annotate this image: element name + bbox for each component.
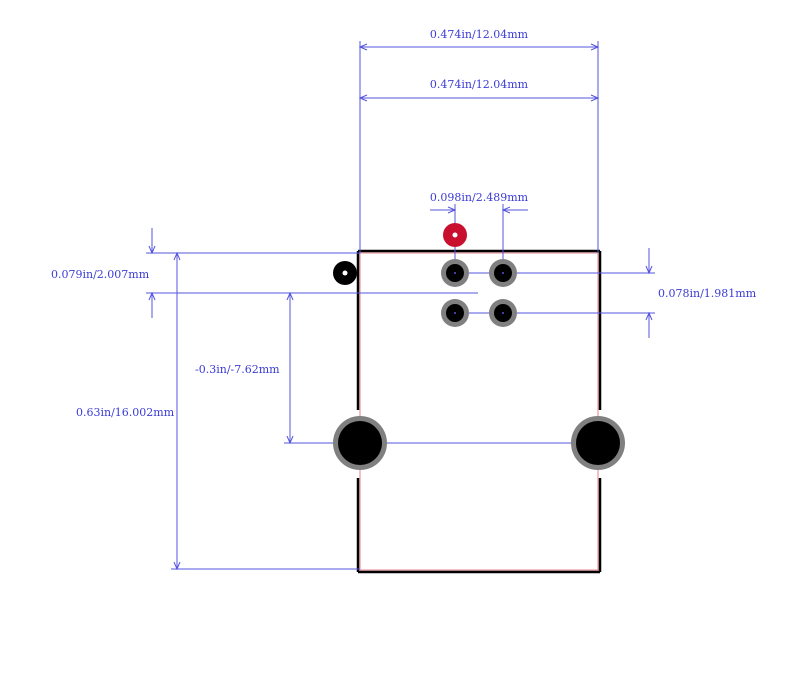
pad-center-dot: [502, 272, 504, 274]
dim-height-label: 0.63in/16.002mm: [76, 406, 175, 419]
dim-height-arrow-bottom: [173, 561, 181, 571]
dim-pitch-x-label: 0.098in/2.489mm: [430, 191, 529, 204]
signal-pads: [441, 259, 517, 327]
dim-width-inner-arrow-right: [590, 94, 600, 102]
dim-width-outer-label: 0.474in/12.04mm: [430, 28, 529, 41]
markers: [333, 223, 467, 285]
pad-center-dot: [454, 312, 456, 314]
origin-marker-center: [342, 270, 348, 276]
dim-width-inner-label: 0.474in/12.04mm: [430, 78, 529, 91]
dim-height-arrow-top: [173, 251, 181, 261]
dim-pitch-y-label: 0.078in/1.981mm: [658, 287, 757, 300]
pin1-marker-center: [452, 232, 458, 238]
mount-drill-right: [576, 421, 620, 465]
dim-width-outer-arrow-right: [590, 43, 600, 51]
dim-mount-arrow-bottom: [286, 435, 294, 445]
dim-pitch-x-arrow-right: [501, 206, 511, 214]
dim-mount-offset-label: -0.3in/-7.62mm: [195, 363, 280, 376]
dimension-labels: 0.474in/12.04mm 0.474in/12.04mm 0.098in/…: [51, 28, 757, 419]
dimension-lines: [146, 41, 655, 571]
dim-pitch-x-arrow-left: [447, 206, 457, 214]
mounting-pads: [333, 416, 625, 470]
pad-center-dot: [502, 312, 504, 314]
mount-drill-left: [338, 421, 382, 465]
dim-offset-y-arrow-bottom: [148, 291, 156, 301]
dim-pitch-y-arrow-top: [645, 265, 653, 275]
dim-offset-y-label: 0.079in/2.007mm: [51, 268, 150, 281]
dim-mount-arrow-top: [286, 291, 294, 301]
dim-width-inner-arrow-left: [358, 94, 368, 102]
component-outline: [356, 249, 602, 574]
pad-center-dot: [454, 272, 456, 274]
dim-offset-y-arrow-top: [148, 245, 156, 255]
dim-width-outer-arrow-left: [358, 43, 368, 51]
courtyard-outline: [359, 252, 599, 571]
dim-pitch-y-arrow-bottom: [645, 311, 653, 321]
